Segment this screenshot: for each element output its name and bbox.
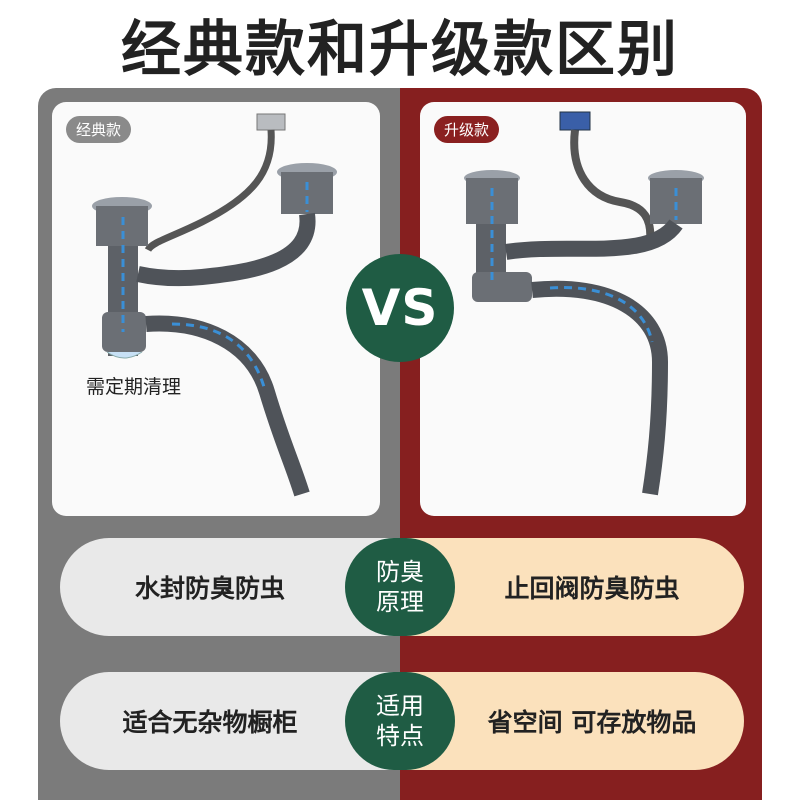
upgrade-odor-principle: 止回阀防臭防虫 [400, 538, 744, 636]
upgrade-tag: 升级款 [434, 116, 500, 143]
main-drain-hose [531, 280, 669, 496]
overflow-plate [256, 113, 286, 131]
flow-arrow-drain [171, 322, 266, 388]
classic-usage-label: 适合无杂物橱柜 [122, 708, 298, 737]
connecting-hose [504, 218, 683, 260]
upgrade-usage-label: 省空间 可存放物品 [487, 708, 697, 737]
usage-feature-badge: 适用 特点 [345, 672, 455, 770]
odor-principle-badge: 防臭 原理 [345, 538, 455, 636]
badge-line-1: 防臭 [376, 558, 424, 586]
main-drain-hose [145, 315, 310, 497]
classic-usage-feature: 适合无杂物橱柜 [60, 672, 400, 770]
vs-badge: VS [346, 254, 454, 362]
classic-product-image: 经典款 [52, 102, 380, 516]
flow-arrow-drain [549, 286, 654, 343]
classic-odor-label: 水封防臭防虫 [134, 574, 285, 603]
badge-line-1: 适用 [376, 692, 424, 720]
connecting-hose [136, 212, 316, 287]
check-valve [472, 272, 532, 302]
overflow-hose [144, 129, 275, 253]
badge-line-2: 特点 [376, 722, 424, 750]
right-strainer-body [281, 172, 333, 214]
upgrade-drain-illustration [464, 111, 704, 496]
trap-cup [106, 351, 143, 359]
upgrade-product-image: 升级款 [420, 102, 746, 516]
page-title: 经典款和升级款区别 [121, 14, 679, 85]
upgrade-usage-feature: 省空间 可存放物品 [400, 672, 744, 770]
overflow-plate [559, 111, 591, 131]
classic-tag: 经典款 [66, 116, 132, 143]
classic-drain-illustration [92, 113, 337, 497]
badge-line-2: 原理 [376, 588, 424, 616]
cleaning-note: 需定期清理 [86, 376, 182, 398]
upgrade-odor-label: 止回阀防臭防虫 [504, 574, 680, 603]
classic-odor-principle: 水封防臭防虫 [60, 538, 400, 636]
overflow-hose [570, 129, 655, 243]
left-strainer-body [96, 206, 148, 246]
